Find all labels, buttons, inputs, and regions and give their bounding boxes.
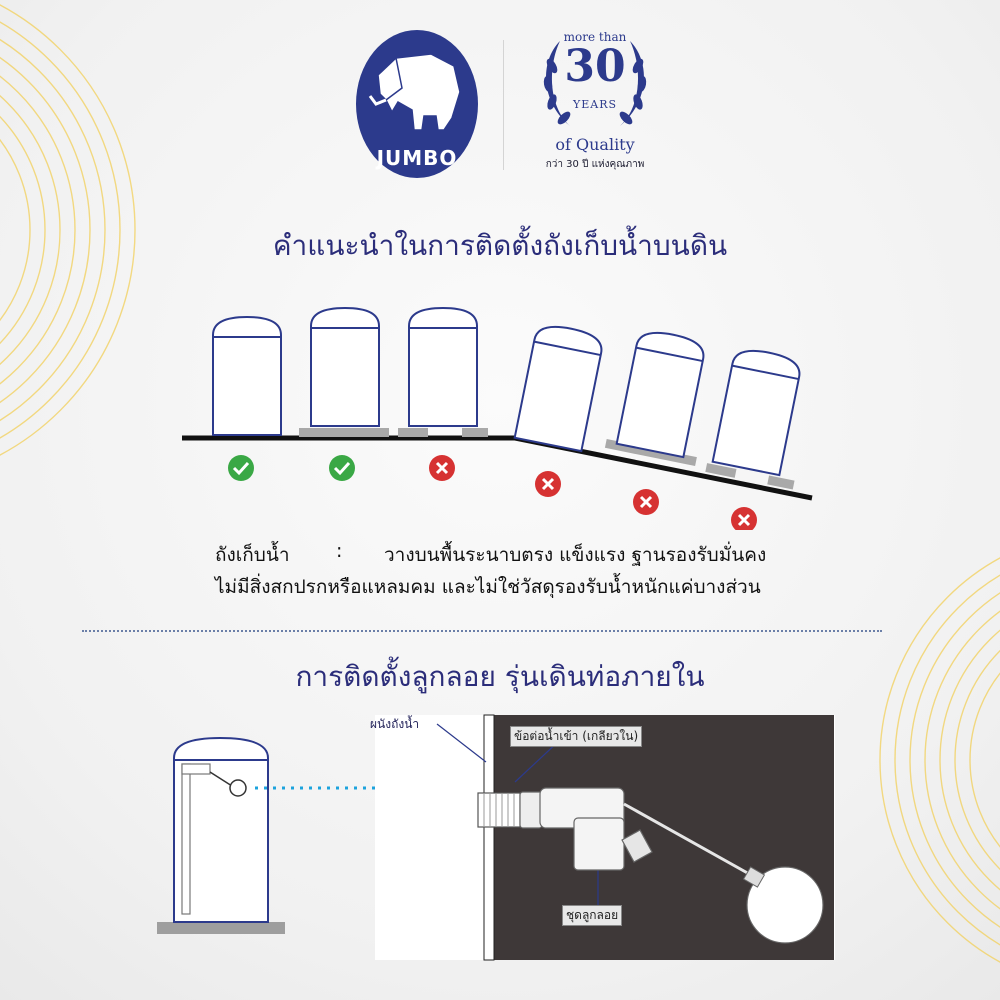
tank-6 — [711, 345, 804, 477]
logo-divider — [503, 40, 504, 170]
jumbo-logo — [356, 30, 478, 178]
tank-6-support-left — [705, 463, 737, 478]
x-circle-icon — [731, 507, 757, 530]
inlet-fitting — [477, 792, 521, 828]
instruction-line-2: ไม่มีสิ่งสกปรกหรือแหลมคม และไม่ใช่วัสดุร… — [215, 576, 761, 598]
label-tank-wall: ผนังถังน้ำ — [370, 717, 420, 731]
brand-name: JUMBO — [376, 146, 458, 170]
x-circle-icon — [429, 455, 455, 481]
section2-title: การติดตั้งลูกลอย รุ่นเดินท่อภายใน — [295, 660, 705, 693]
badge-number: 30 — [564, 41, 626, 92]
section1-title: คำแนะนำในการติดตั้งถังเก็บน้ำบนดิน — [272, 229, 728, 262]
tank-2 — [310, 307, 380, 427]
tank-5 — [615, 327, 708, 459]
badge-years: YEARS — [572, 98, 618, 111]
tank-3-support-left — [398, 428, 428, 437]
elephant-icon — [368, 53, 461, 131]
check-circle-icon — [329, 455, 355, 481]
instruction-colon: : — [336, 540, 343, 562]
label-inlet-fitting: ข้อต่อน้ำเข้า (เกลียวใน) — [510, 726, 643, 747]
tank-wall — [483, 714, 495, 961]
x-circle-icon — [633, 489, 659, 515]
tank-3 — [408, 307, 478, 427]
x-circle-icon — [535, 471, 561, 497]
section-divider — [82, 630, 882, 632]
tank-2-base — [299, 428, 389, 437]
tank-6-support-right — [767, 475, 795, 490]
tank-1 — [212, 316, 282, 436]
float-valve — [519, 787, 824, 944]
small-tank-base — [157, 922, 285, 934]
check-circle-icon — [228, 455, 254, 481]
instruction-label: ถังเก็บน้ำ — [215, 544, 290, 566]
float-valve-diagram — [157, 714, 835, 961]
label-float-set: ชุดลูกลอย — [562, 905, 623, 926]
tank-placement-diagram — [182, 307, 813, 530]
tank-4 — [513, 321, 606, 453]
small-tank — [173, 736, 269, 923]
float-ball — [746, 866, 824, 944]
instruction-line-1: วางบนพื้นระนาบตรง แข็งแรง ฐานรองรับมั่นค… — [384, 544, 767, 566]
badge-thai-text: กว่า 30 ปี แห่งคุณภาพ — [545, 159, 645, 170]
tank-3-support-right — [462, 428, 488, 437]
badge-of-quality: of Quality — [555, 135, 635, 154]
badge-more-than: more than — [563, 30, 627, 44]
laurel-wreath-icon — [543, 41, 647, 126]
